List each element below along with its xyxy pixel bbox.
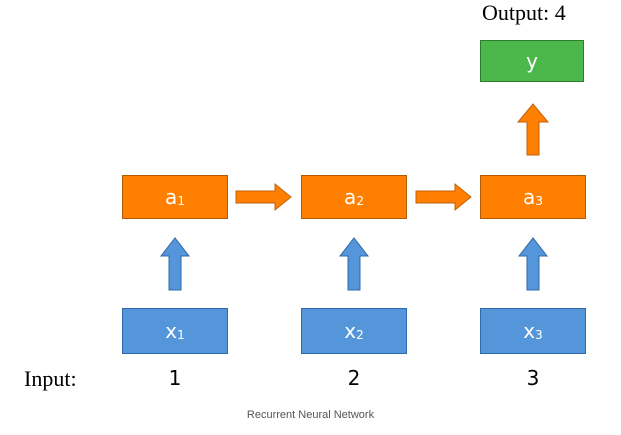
input-node-x3-base: x	[523, 319, 536, 343]
input-node-x3-sub: 3	[535, 328, 543, 342]
hidden-node-a1-base: a	[165, 185, 178, 209]
output-node-label: y	[526, 49, 538, 73]
hidden-node-a3-sub: 3	[535, 194, 543, 208]
output-node-y: y	[480, 40, 584, 82]
arrow-a2-to-a3	[415, 182, 472, 212]
hidden-node-a2-base: a	[344, 185, 357, 209]
input-node-x1-sub: 1	[177, 328, 185, 342]
input-node-x2-base: x	[344, 319, 357, 343]
input-node-x2-sub: 2	[356, 328, 364, 342]
diagram-caption: Recurrent Neural Network	[246, 409, 375, 421]
input-value-1: 1	[168, 366, 182, 390]
input-node-x1-base: x	[165, 319, 178, 343]
arrow-x2-to-a2	[338, 237, 370, 291]
input-value-3: 3	[526, 366, 540, 390]
arrow-a1-to-a2	[235, 182, 292, 212]
input-value-2: 2	[347, 366, 361, 390]
arrow-a3-to-y	[516, 103, 550, 156]
output-label: Output: 4	[482, 0, 566, 25]
input-label: Input:	[24, 366, 77, 391]
hidden-node-a2-sub: 2	[356, 194, 364, 208]
hidden-node-a3-base: a	[523, 185, 536, 209]
hidden-node-a1-sub: 1	[177, 194, 185, 208]
arrow-x3-to-a3	[517, 237, 549, 291]
arrow-x1-to-a1	[159, 237, 191, 291]
